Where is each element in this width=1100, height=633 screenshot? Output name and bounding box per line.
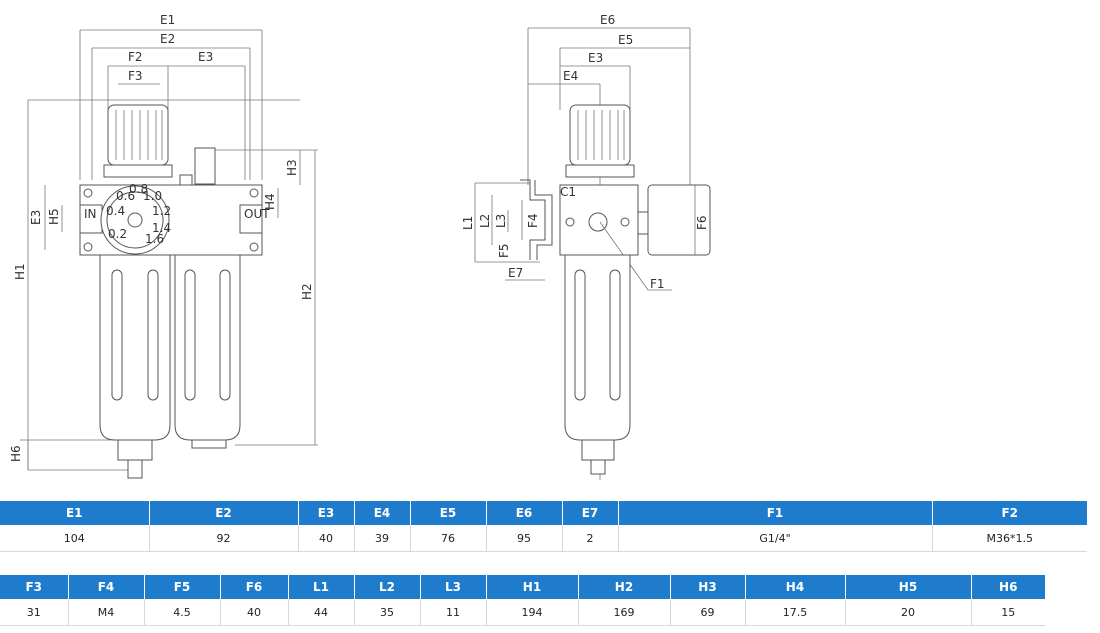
label-E2: E2 xyxy=(160,32,175,46)
gauge-tick-2: 0.6 xyxy=(116,189,135,203)
spec-table-1-header-row: E1 E2 E3 E4 E5 E6 E7 F1 F2 xyxy=(0,501,1087,525)
value-H3: 69 xyxy=(670,599,746,626)
label-L2: L2 xyxy=(478,214,492,228)
label-H4: H4 xyxy=(263,193,277,210)
header-F2: F2 xyxy=(932,501,1087,525)
label-C1: C1 xyxy=(560,185,576,199)
label-E6: E6 xyxy=(600,13,615,27)
label-F1: F1 xyxy=(650,277,665,291)
label-E3-top: E3 xyxy=(198,50,213,64)
label-E7: E7 xyxy=(508,266,523,280)
gauge-tick-0: 0.2 xyxy=(108,227,127,241)
technical-drawing: E1 E2 F2 E3 F3 H1 E3 H5 H6 H2 H3 H4 xyxy=(9,13,711,480)
header-H5: H5 xyxy=(845,575,972,599)
front-view: E1 E2 F2 E3 F3 H1 E3 H5 H6 H2 H3 H4 xyxy=(9,13,318,479)
label-F3: F3 xyxy=(128,69,143,83)
gauge-tick-4: 1.0 xyxy=(143,189,162,203)
header-E2: E2 xyxy=(149,501,299,525)
header-F1: F1 xyxy=(618,501,933,525)
header-E6: E6 xyxy=(486,501,563,525)
value-F3: 31 xyxy=(0,599,69,626)
header-L1: L1 xyxy=(288,575,355,599)
label-H2: H2 xyxy=(300,283,314,300)
header-E4: E4 xyxy=(354,501,411,525)
header-H3: H3 xyxy=(670,575,746,599)
label-F6: F6 xyxy=(695,215,709,230)
value-H4: 17.5 xyxy=(745,599,846,626)
header-H1: H1 xyxy=(486,575,579,599)
header-E3: E3 xyxy=(298,501,355,525)
header-L3: L3 xyxy=(420,575,487,599)
value-L1: 44 xyxy=(288,599,355,626)
label-F4: F4 xyxy=(526,213,540,228)
value-F4: M4 xyxy=(68,599,145,626)
value-E1: 104 xyxy=(0,525,150,552)
header-E1: E1 xyxy=(0,501,150,525)
header-F5: F5 xyxy=(144,575,221,599)
label-E3-side: E3 xyxy=(29,210,43,225)
side-knob-ribs xyxy=(577,110,625,160)
label-L3: L3 xyxy=(494,214,508,228)
gauge-tick-6: 1.4 xyxy=(152,221,171,235)
spec-table-2: F3 F4 F5 F6 L1 L2 L3 H1 H2 H3 H4 H5 H6 3… xyxy=(0,575,1045,626)
header-F3: F3 xyxy=(0,575,69,599)
header-F4: F4 xyxy=(68,575,145,599)
value-E7: 2 xyxy=(562,525,619,552)
header-E7: E7 xyxy=(562,501,619,525)
label-H3: H3 xyxy=(285,159,299,176)
value-H1: 194 xyxy=(486,599,579,626)
label-L1: L1 xyxy=(461,216,475,230)
header-H6: H6 xyxy=(971,575,1045,599)
label-F5: F5 xyxy=(497,243,511,258)
gauge-tick-3: 0.8 xyxy=(129,182,148,196)
gauge-tick-5: 1.2 xyxy=(152,204,171,218)
value-L3: 11 xyxy=(420,599,487,626)
knob-ribs xyxy=(115,110,163,160)
side-view: E6 E5 E3 E4 F6 L1 xyxy=(461,13,711,480)
label-E5: E5 xyxy=(618,33,633,47)
header-L2: L2 xyxy=(354,575,421,599)
label-H5: H5 xyxy=(47,208,61,225)
spec-table-1: E1 E2 E3 E4 E5 E6 E7 F1 F2 104 92 40 39 … xyxy=(0,501,1087,552)
value-E3: 40 xyxy=(298,525,355,552)
value-E6: 95 xyxy=(486,525,563,552)
gauge-scale: 0.2 0.4 0.6 0.8 1.0 1.2 1.4 1.6 xyxy=(106,182,171,246)
label-F2: F2 xyxy=(128,50,143,64)
value-H2: 169 xyxy=(578,599,671,626)
value-F5: 4.5 xyxy=(144,599,221,626)
value-F2: M36*1.5 xyxy=(932,525,1087,552)
value-F6: 40 xyxy=(220,599,289,626)
label-E3-side-view: E3 xyxy=(588,51,603,65)
label-out: OUT xyxy=(244,207,270,221)
header-E5: E5 xyxy=(410,501,487,525)
value-H5: 20 xyxy=(845,599,972,626)
value-L2: 35 xyxy=(354,599,421,626)
label-E1: E1 xyxy=(160,13,175,27)
value-E2: 92 xyxy=(149,525,299,552)
label-H1: H1 xyxy=(13,263,27,280)
spec-table-2-header-row: F3 F4 F5 F6 L1 L2 L3 H1 H2 H3 H4 H5 H6 xyxy=(0,575,1045,599)
header-F6: F6 xyxy=(220,575,289,599)
value-H6: 15 xyxy=(971,599,1045,626)
header-H4: H4 xyxy=(745,575,846,599)
label-in: IN xyxy=(84,207,97,221)
label-H6: H6 xyxy=(9,445,23,462)
value-F1: G1/4" xyxy=(618,525,933,552)
gauge-tick-1: 0.4 xyxy=(106,204,125,218)
spec-table-1-value-row: 104 92 40 39 76 95 2 G1/4" M36*1.5 xyxy=(0,525,1087,552)
value-E4: 39 xyxy=(354,525,411,552)
label-E4: E4 xyxy=(563,69,578,83)
spec-table-2-value-row: 31 M4 4.5 40 44 35 11 194 169 69 17.5 20… xyxy=(0,599,1045,626)
value-E5: 76 xyxy=(410,525,487,552)
gauge-tick-7: 1.6 xyxy=(145,232,164,246)
header-H2: H2 xyxy=(578,575,671,599)
